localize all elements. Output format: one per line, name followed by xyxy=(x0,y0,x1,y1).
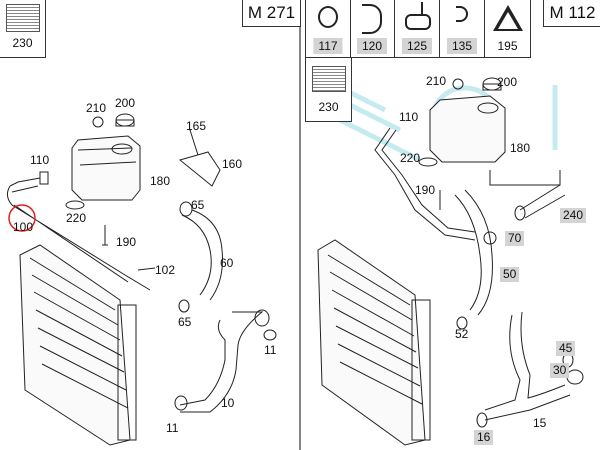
callout-shaded: 30 xyxy=(550,363,570,378)
sticker-box-left: 230 xyxy=(0,0,46,58)
header-part-120[interactable]: 120 xyxy=(350,0,395,58)
callout: 10 xyxy=(221,396,235,410)
header-part-135[interactable]: 135 xyxy=(440,0,485,58)
pipe-clamp-icon xyxy=(405,14,431,30)
callout: 165 xyxy=(186,119,207,133)
callout-shaded: 16 xyxy=(474,430,494,445)
highlight-circle xyxy=(8,204,36,232)
sticker-label: 230 xyxy=(12,36,33,50)
callout: 110 xyxy=(30,153,50,167)
callout: 102 xyxy=(155,263,176,277)
warning-sticker-icon xyxy=(5,4,40,32)
callout-shaded: 70 xyxy=(505,231,525,246)
callout: 210 xyxy=(426,74,447,88)
callout: 220 xyxy=(66,211,87,225)
header-part-195[interactable]: 195 xyxy=(485,0,531,58)
callout: 60 xyxy=(220,256,234,270)
callout: 200 xyxy=(497,75,518,89)
callout: 15 xyxy=(533,416,547,430)
callout-shaded: 50 xyxy=(500,267,520,282)
warning-sticker-icon xyxy=(311,66,346,92)
part-number: 135 xyxy=(446,38,478,54)
callout: 11 xyxy=(264,343,277,357)
part-number: 120 xyxy=(356,38,388,54)
bracket-clip-icon xyxy=(362,4,382,34)
sticker-label: 230 xyxy=(318,100,339,114)
callout: 52 xyxy=(455,327,469,341)
callout: 190 xyxy=(415,183,436,197)
callout: 210 xyxy=(86,101,107,115)
part-number: 195 xyxy=(497,39,518,53)
callout: 65 xyxy=(191,198,205,212)
callout: 65 xyxy=(178,315,192,329)
callout: 110 xyxy=(399,110,419,124)
callout-highlighted: 100 xyxy=(13,220,34,234)
callout: 11 xyxy=(166,421,179,435)
callout: 180 xyxy=(510,141,531,155)
model-label-left: M 271 xyxy=(242,0,301,27)
callout: 160 xyxy=(222,157,243,171)
callout: 220 xyxy=(400,151,421,165)
sticker-box-right: 230 xyxy=(305,57,352,122)
header-part-125[interactable]: 125 xyxy=(395,0,440,58)
part-number: 117 xyxy=(313,38,343,54)
callout: 200 xyxy=(115,96,136,110)
hose-clamp-icon xyxy=(318,6,338,28)
callout: 180 xyxy=(150,174,171,188)
hook-clip-icon xyxy=(456,6,468,22)
model-label-right: M 112 xyxy=(543,0,600,27)
header-part-117[interactable]: 117 xyxy=(305,0,351,58)
callout-shaded: 45 xyxy=(556,341,576,356)
callout-shaded: 240 xyxy=(560,208,587,223)
part-number: 125 xyxy=(401,38,433,54)
callout: 190 xyxy=(116,235,137,249)
